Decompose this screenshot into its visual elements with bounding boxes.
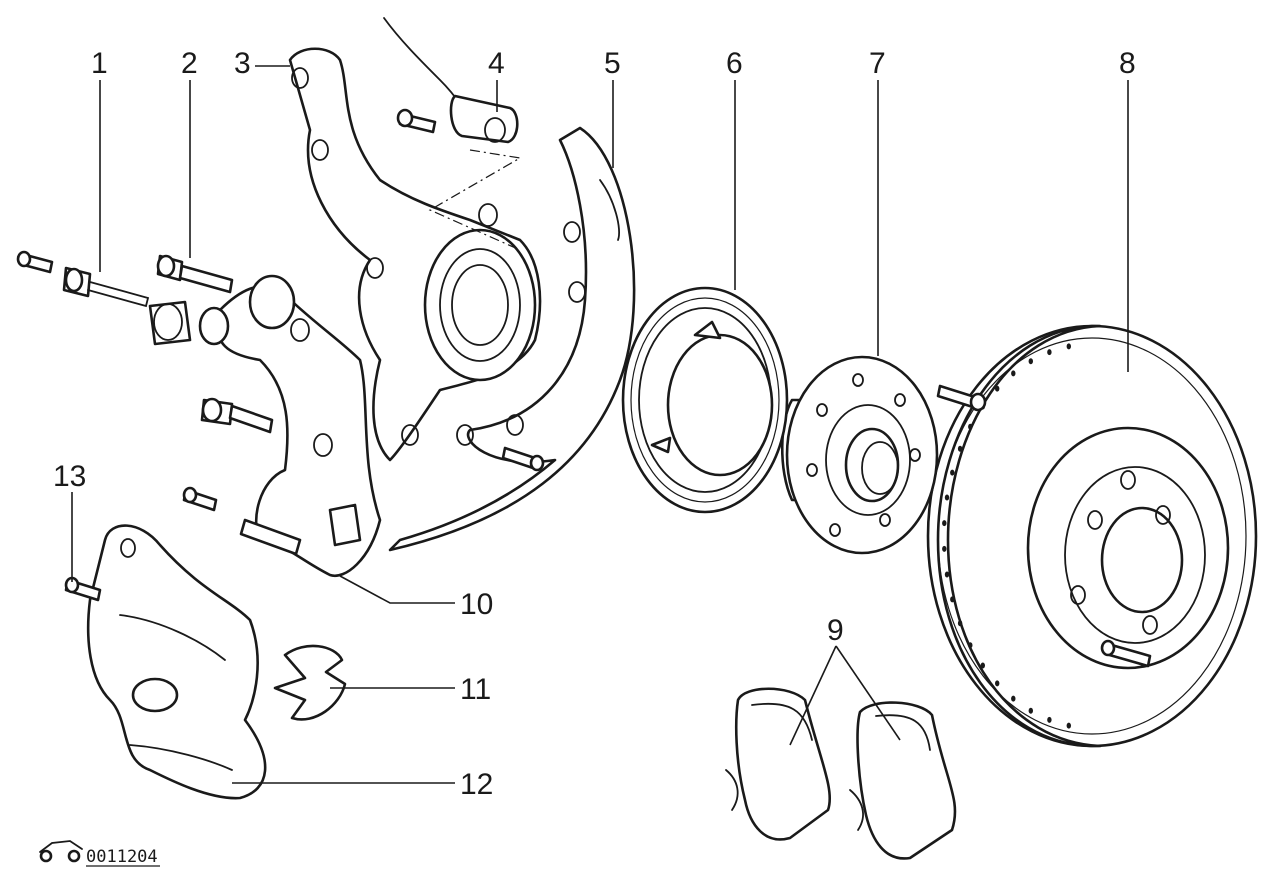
car-logo-icon — [39, 840, 83, 863]
vent-hole — [995, 680, 1000, 687]
vent-hole — [1028, 358, 1034, 365]
steering-knuckle — [288, 47, 542, 462]
brake-pads — [725, 687, 957, 860]
callout-1: 1 — [91, 47, 108, 80]
vent-hole — [942, 520, 947, 527]
vent-hole — [944, 571, 950, 578]
callout-5: 5 — [604, 47, 621, 80]
vent-hole — [1066, 722, 1072, 729]
callout-8: 8 — [1119, 47, 1136, 80]
vent-hole — [980, 662, 985, 669]
callout-12: 12 — [460, 768, 493, 801]
vent-hole — [1028, 707, 1034, 714]
callout-6: 6 — [726, 47, 743, 80]
abs-sensor-ring — [621, 286, 789, 514]
callout-2: 2 — [181, 47, 198, 80]
vent-hole — [1011, 370, 1016, 377]
wheel-hub — [780, 355, 987, 555]
brake-disc — [926, 324, 1258, 748]
vent-hole — [968, 642, 973, 649]
reference-code: 0011204 — [86, 847, 158, 867]
vent-hole — [957, 620, 963, 627]
callout-10: 10 — [460, 588, 493, 621]
leader-lines — [71, 65, 1129, 784]
abs-speed-sensor — [383, 17, 522, 251]
vent-hole — [968, 423, 973, 430]
splash-shield — [388, 126, 636, 552]
pad-spring-clip — [273, 644, 347, 721]
vent-hole — [944, 494, 950, 501]
callout-4: 4 — [488, 47, 505, 80]
caliper-bracket — [216, 274, 382, 578]
brake-caliper — [64, 524, 267, 800]
vent-hole — [1047, 716, 1052, 723]
callout-3: 3 — [234, 47, 251, 80]
bracket-bolts — [16, 250, 274, 512]
callout-9: 9 — [827, 614, 844, 647]
figure-reference: 0011204 — [39, 840, 160, 867]
callout-labels: 1 2 3 4 5 6 7 8 9 10 11 12 13 — [53, 47, 1136, 801]
vent-hole — [950, 596, 955, 603]
vent-hole — [1066, 343, 1072, 350]
callout-11: 11 — [460, 673, 491, 706]
vent-hole — [950, 469, 955, 476]
vent-hole — [942, 545, 947, 552]
vent-hole — [1011, 695, 1016, 702]
vent-hole — [1047, 349, 1052, 356]
vent-hole — [995, 385, 1000, 392]
callout-7: 7 — [869, 47, 886, 80]
vent-hole — [957, 445, 963, 452]
callout-13: 13 — [53, 460, 86, 493]
